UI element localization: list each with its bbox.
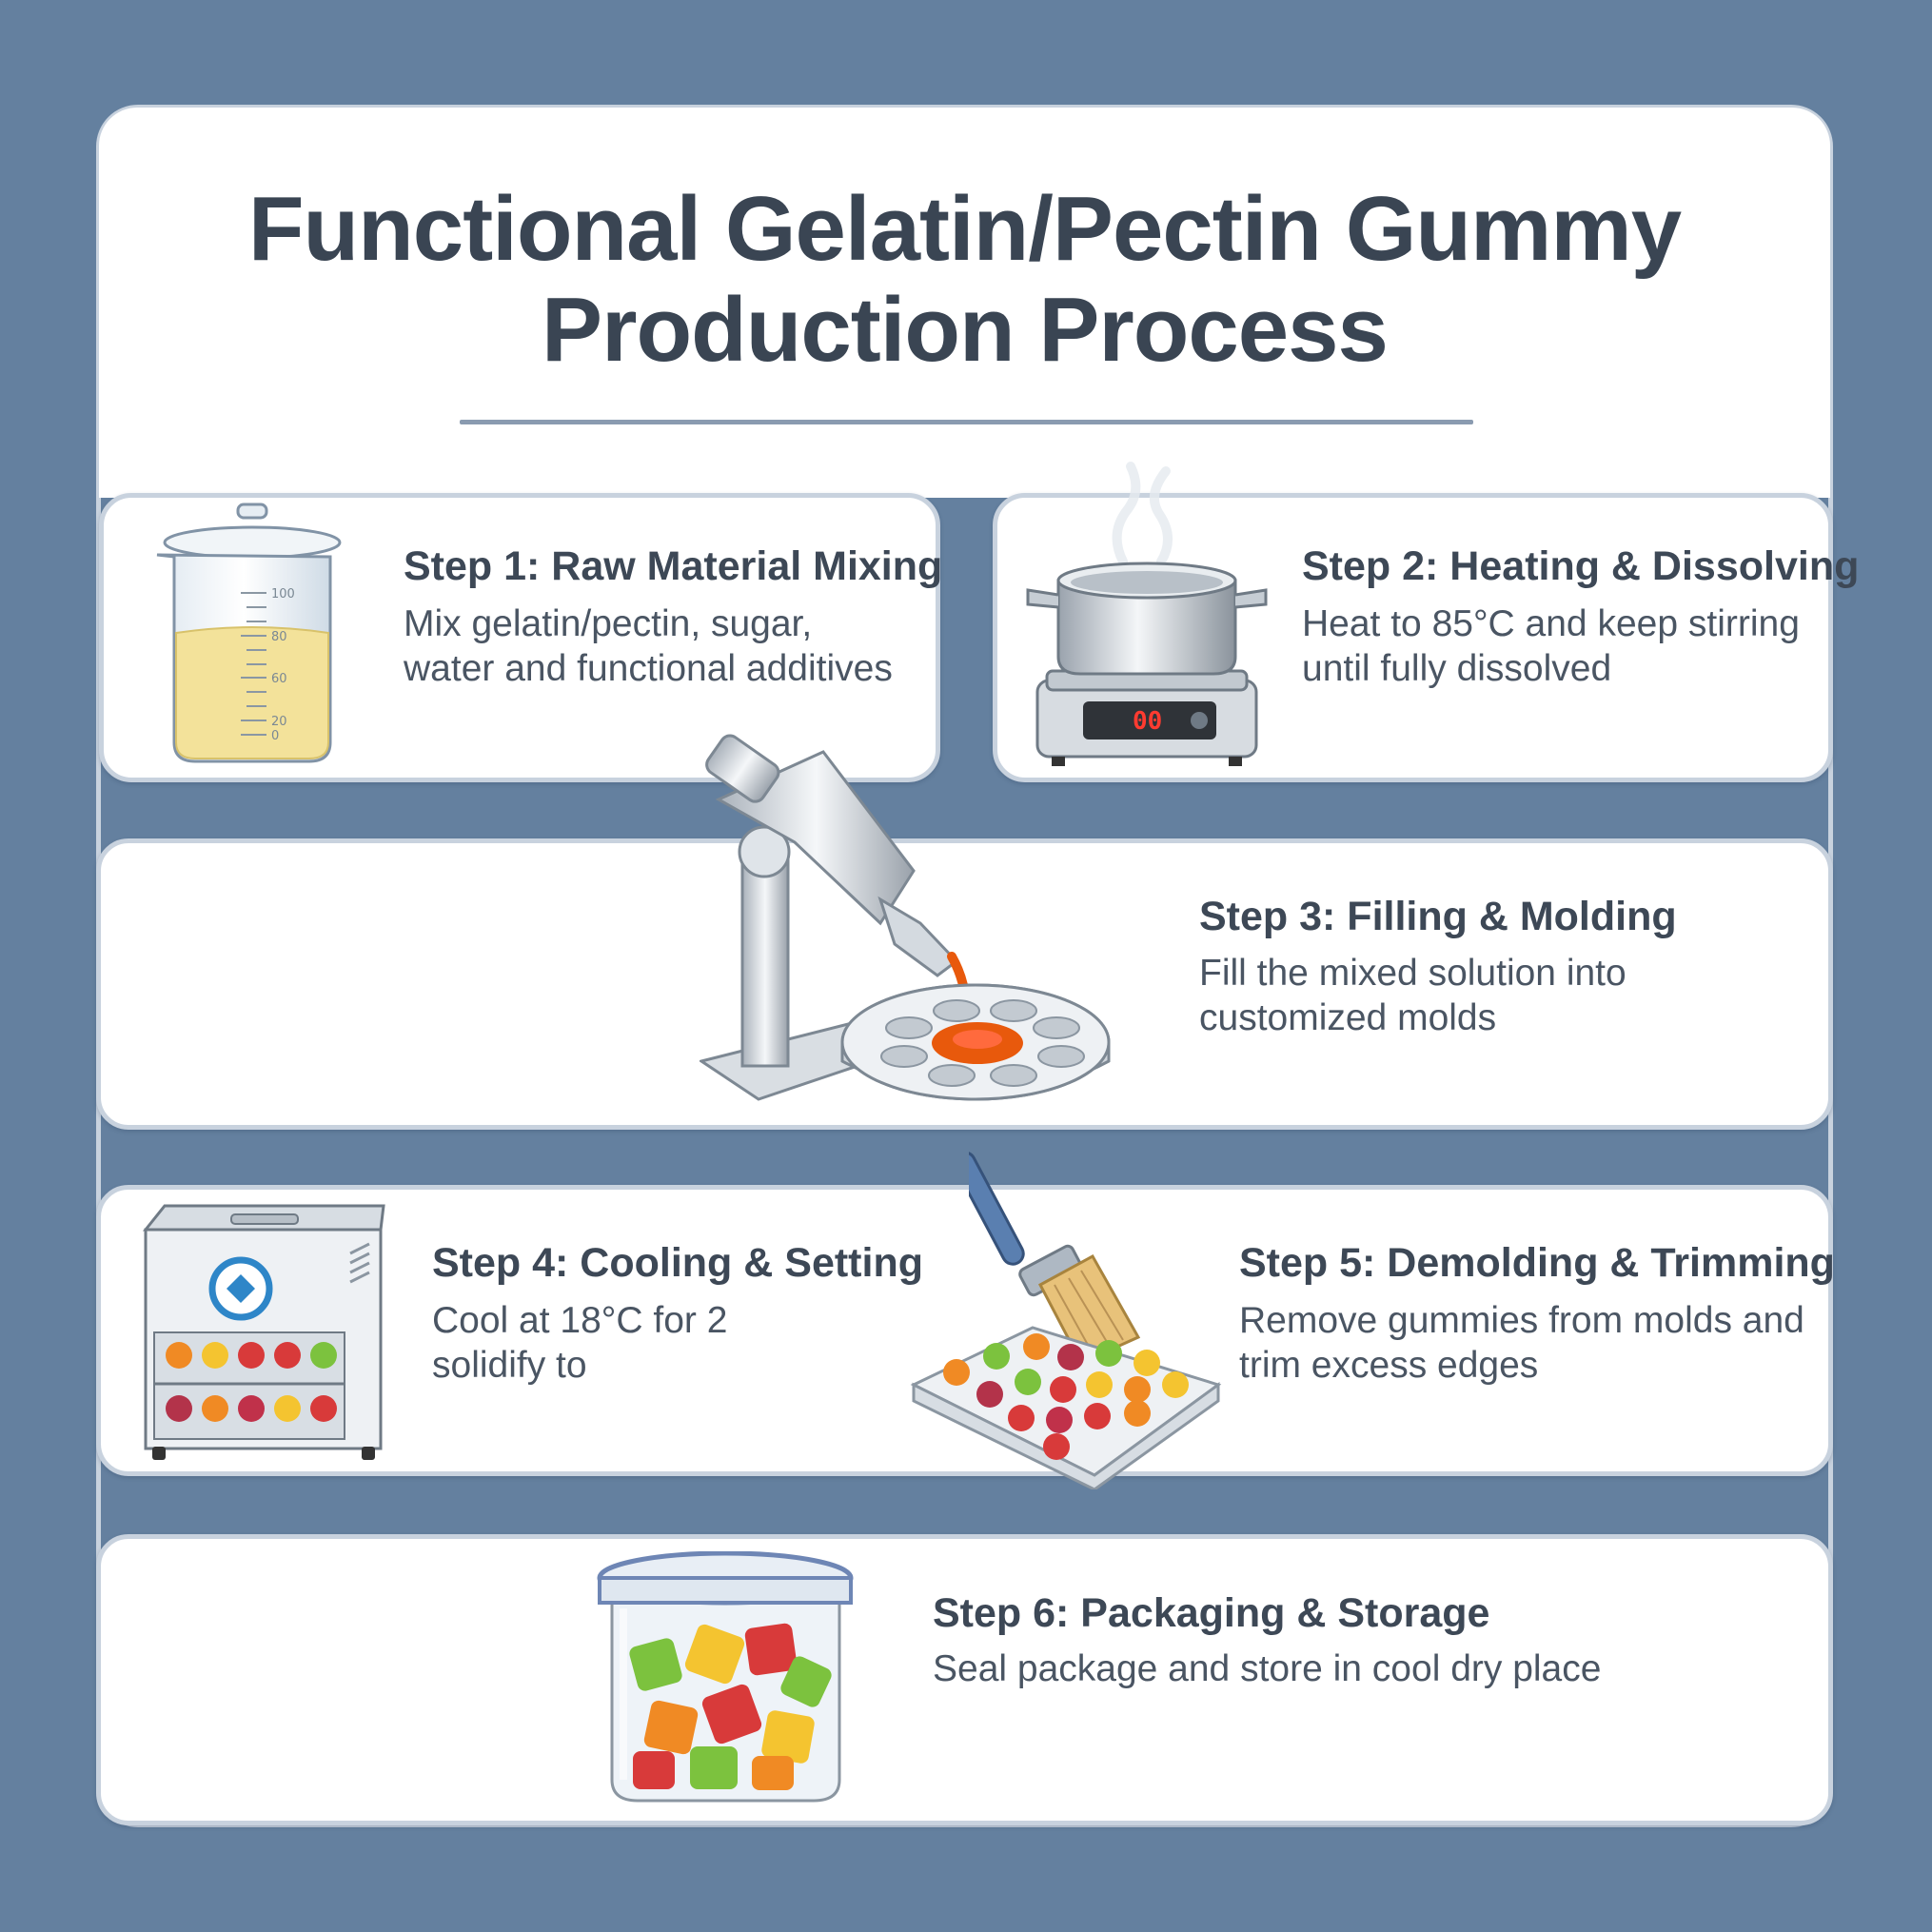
- mold-tray-icon: [910, 1326, 1222, 1489]
- beaker-icon: 100 80 60 20 0: [156, 503, 342, 763]
- cooler-icon: [142, 1204, 385, 1460]
- title-line-1: Functional Gelatin/Pectin Gummy: [247, 178, 1682, 280]
- step-5-title: Step 5: Demolding & Trimming: [1239, 1240, 1835, 1286]
- step-4-title: Step 4: Cooling & Setting: [432, 1240, 923, 1286]
- beaker-mark-20: 20: [271, 715, 287, 729]
- filling-machine-icon: [700, 734, 1111, 1101]
- beaker-mark-80: 80: [271, 630, 287, 644]
- step-4-description: Cool at 18°C for 2 solidify to: [432, 1300, 728, 1386]
- step-6-title: Step 6: Packaging & Storage: [933, 1590, 1490, 1636]
- step-5-description: Remove gummies from molds and trim exces…: [1239, 1300, 1804, 1386]
- beaker-mark-60: 60: [271, 672, 287, 686]
- jar-icon: [597, 1551, 854, 1803]
- step-1-title: Step 1: Raw Material Mixing: [404, 543, 943, 589]
- step-2-title: Step 2: Heating & Dissolving: [1302, 543, 1860, 589]
- cooking-pot-icon: 00: [1026, 462, 1268, 766]
- header-panel: [99, 108, 1830, 498]
- step-1-description: Mix gelatin/pectin, sugar, water and fun…: [404, 603, 893, 689]
- beaker-mark-100: 100: [271, 587, 295, 601]
- brush-icon: [969, 1151, 1141, 1365]
- step-4-5-card: [96, 1185, 1833, 1476]
- heater-display: 00: [1133, 707, 1162, 736]
- title-line-2: Production Process: [542, 279, 1389, 381]
- page-title: Functional Gelatin/Pectin Gummy Producti…: [99, 179, 1830, 381]
- step-6-description: Seal package and store in cool dry place: [933, 1648, 1602, 1689]
- step-2-description: Heat to 85°C and keep stirring until ful…: [1302, 603, 1800, 689]
- step-6-card: [96, 1534, 1833, 1825]
- title-divider: [460, 420, 1473, 424]
- step-3-description: Fill the mixed solution into customized …: [1199, 953, 1626, 1038]
- beaker-mark-0: 0: [271, 729, 279, 743]
- step-3-title: Step 3: Filling & Molding: [1199, 894, 1677, 939]
